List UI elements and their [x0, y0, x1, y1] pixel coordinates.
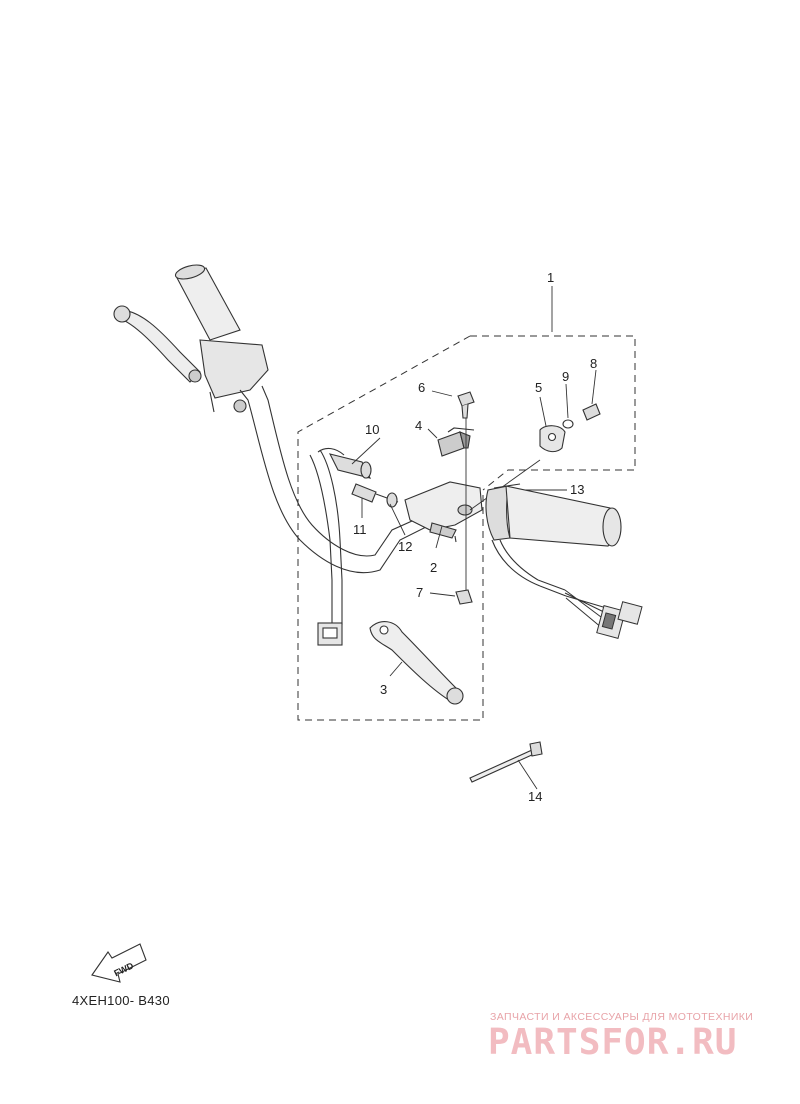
leader-lines [351, 286, 597, 677]
part-7-nut [455, 589, 473, 605]
watermark-tagline: ЗАПЧАСТИ И АКСЕССУАРЫ ДЛЯ МОТОТЕХНИКИ [490, 1011, 754, 1023]
part-10-switch [328, 453, 372, 479]
diagram-code: 4XEH100- B430 [72, 993, 170, 1008]
label-part-2: 2 [430, 560, 437, 575]
label-part-9: 9 [562, 369, 569, 384]
part-6-bolt [457, 391, 475, 419]
lever-bracket [404, 481, 483, 543]
part-13-throttle-grip [485, 483, 622, 587]
label-part-6: 6 [418, 380, 425, 395]
assembly-boundary [297, 335, 636, 721]
watermark-site: PARTSFOR.RU [488, 1022, 738, 1063]
leader-line-14 [517, 759, 538, 790]
label-part-11: 11 [353, 522, 367, 537]
switch-cable [309, 447, 345, 646]
label-part-8: 8 [590, 356, 597, 371]
label-part-12: 12 [398, 539, 412, 554]
fwd-arrow-icon: FWD [91, 943, 147, 983]
part-12-locknut [386, 492, 398, 508]
left-grip-assembly [113, 264, 269, 413]
label-part-4: 4 [415, 418, 422, 433]
label-part-14: 14 [528, 789, 542, 804]
wiring-harness [537, 579, 643, 639]
part-8-screw [582, 403, 601, 421]
label-part-5: 5 [535, 380, 542, 395]
part-5-holder [539, 425, 566, 453]
part-3-lever [369, 621, 464, 705]
part-labels: 1 2 3 4 5 6 7 8 9 10 11 12 13 14 [353, 270, 597, 804]
part-9-washer [562, 419, 574, 429]
label-part-13: 13 [570, 482, 584, 497]
handlebar [239, 385, 471, 574]
label-part-7: 7 [416, 585, 423, 600]
part-4-switch-block [437, 427, 475, 457]
label-part-10: 10 [365, 422, 379, 437]
label-part-1: 1 [547, 270, 554, 285]
label-part-3: 3 [380, 682, 387, 697]
part-14-cable-tie [469, 741, 543, 783]
